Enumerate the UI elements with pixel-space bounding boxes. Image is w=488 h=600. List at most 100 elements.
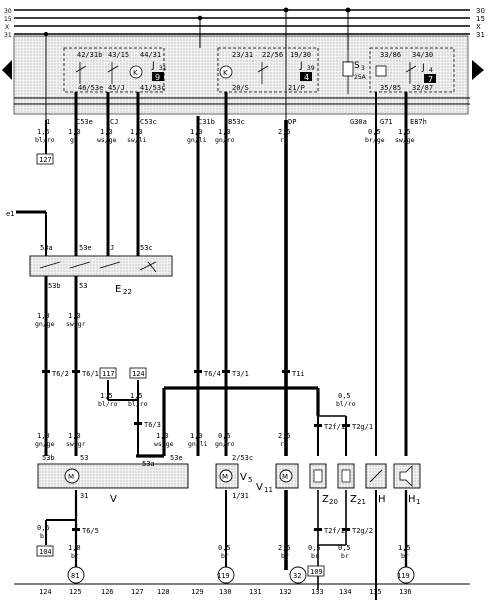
bot-wire2-color: br [71, 552, 79, 560]
j4-sub: 4 [429, 67, 433, 74]
j31-name: J [151, 61, 155, 71]
bus-label-15: 15 [476, 15, 485, 23]
low-wire-a-color: bl/ro [98, 400, 118, 408]
bot-wire5-color: br [311, 552, 319, 560]
v-pin-53a: 53a [142, 460, 155, 468]
low-wire-g-color: gn/ro [215, 440, 235, 448]
wire9-size: 1,5 [398, 128, 411, 136]
conn-g71: G71 [380, 118, 393, 126]
low-wire-d-color: sw/gr [66, 440, 86, 448]
conn-cj: CJ [110, 118, 118, 126]
t2g-1-label: T2g/1 [352, 423, 373, 431]
e1-label: e1 [6, 210, 15, 218]
ref-box-124 [129, 367, 147, 379]
prev-page-arrow-icon[interactable] [2, 60, 12, 80]
fuse-s3-amp: 25A [354, 74, 367, 81]
v5-pin-bottom: 1/31 [232, 492, 249, 500]
e22-pin-53b: 53b [48, 282, 61, 290]
mid-wire2-size: 1,0 [68, 312, 81, 320]
relay-panel [13, 35, 469, 115]
wire6-size: 1,0 [218, 128, 231, 136]
z21-sub: 21 [357, 498, 366, 506]
t6-5-label: T6/5 [82, 527, 99, 535]
fuse-s3-name: S [354, 61, 360, 71]
t6-3-label: T6/3 [144, 421, 161, 429]
upper-wire-labels: 1,5 bl/ro 1,0 gn 1,0 ws/ge 1,0 sw/li 1,0… [35, 128, 415, 144]
j39-pin-bot1: 20/S [232, 84, 249, 92]
ruler-col-136: 136 [399, 588, 412, 596]
j4-num: 7 [428, 75, 433, 84]
bot-wire6-size: 0,5 [338, 544, 351, 552]
j4-name: J [421, 63, 425, 73]
v-pin-53: 53 [80, 454, 88, 462]
wire2-size: 1,0 [68, 128, 81, 136]
v11-name: V [256, 482, 263, 493]
wire8-size: 0,5 [368, 128, 381, 136]
motor-v-m: M [68, 473, 74, 481]
bot-wire4-size: 2,5 [278, 544, 291, 552]
connector-labels: 1 C53e CJ C53c C31b B53c DP G30a G71 E87… [46, 118, 427, 126]
ref-109-label: 109 [310, 568, 323, 576]
conn-1: 1 [46, 118, 50, 126]
wire6-color: gn/ro [215, 136, 235, 144]
low-wire-h-size: 2,5 [278, 432, 291, 440]
relay-j4 [369, 47, 455, 93]
next-page-arrow-icon[interactable] [472, 60, 484, 80]
ground-81: 81 [71, 572, 79, 580]
ground-119-a: 119 [217, 572, 230, 580]
h-switch-icon [369, 469, 383, 483]
switch-e22 [29, 255, 173, 277]
relay-j39-coil-k: K [223, 69, 228, 77]
bot-wire1-color: br [40, 532, 48, 540]
bus-label-x: X [476, 23, 481, 31]
ref-box-127 [36, 153, 54, 165]
wire4-size: 1,0 [130, 128, 143, 136]
ruler-col-128: 128 [157, 588, 170, 596]
low-wire-c-size: 1,0 [37, 432, 50, 440]
horn-icon [399, 465, 413, 487]
ruler-col-131: 131 [249, 588, 262, 596]
v11-sub: 11 [264, 486, 273, 494]
ruler-col-135: 135 [369, 588, 382, 596]
bot-wire1-size: 0,5 [37, 524, 50, 532]
wire7-size: 2,5 [278, 128, 291, 136]
z20-sub: 20 [329, 498, 338, 506]
j4-pin-top1: 33/86 [380, 51, 401, 59]
relay-j31-coil-k: K [133, 69, 138, 77]
conn-c53e: C53e [76, 118, 93, 126]
j31-pin-bot2: 45/J [108, 84, 125, 92]
low-wire-f-size: 1,0 [190, 432, 203, 440]
fuse-s3-sub: 3 [361, 65, 365, 72]
e22-pin-53e: 53e [79, 244, 92, 252]
j39-num-box [300, 72, 312, 81]
relay-j39 [217, 47, 319, 93]
bot-wire6-color: br [341, 552, 349, 560]
j4-pin-bot2: 32/87 [412, 84, 433, 92]
v-pin-53b: 53b [42, 454, 55, 462]
bus-label-30: 30 [476, 7, 485, 15]
left-bus-30: 30 [4, 8, 12, 15]
ruler-col-132: 132 [279, 588, 292, 596]
j31-pin-top1: 42/31b [77, 51, 102, 59]
ref-box-104 [36, 545, 54, 557]
bus-lines [14, 9, 470, 105]
ruler-col-124: 124 [39, 588, 52, 596]
low-wire-a-size: 1,5 [100, 392, 113, 400]
wire2-color: gn [70, 136, 78, 144]
switch-e22-contacts [39, 261, 157, 273]
bus-label-31: 31 [476, 31, 485, 39]
wire4-color: sw/li [127, 136, 147, 144]
j39-pin-top1: 23/31 [232, 51, 253, 59]
low-wire-h-color: ro [280, 440, 288, 448]
t1i-label: T1i [292, 370, 305, 378]
conn-b53c: B53c [228, 118, 245, 126]
h1-sub: 1 [416, 498, 420, 506]
bot-wire3-size: 0,5 [218, 544, 231, 552]
z21-element-icon [341, 469, 351, 483]
ref-124-label: 124 [132, 370, 145, 378]
conn-dp: DP [288, 118, 296, 126]
ruler-col-130: 130 [219, 588, 232, 596]
e22-sub: 22 [123, 288, 132, 296]
conn-c31b: C31b [198, 118, 215, 126]
